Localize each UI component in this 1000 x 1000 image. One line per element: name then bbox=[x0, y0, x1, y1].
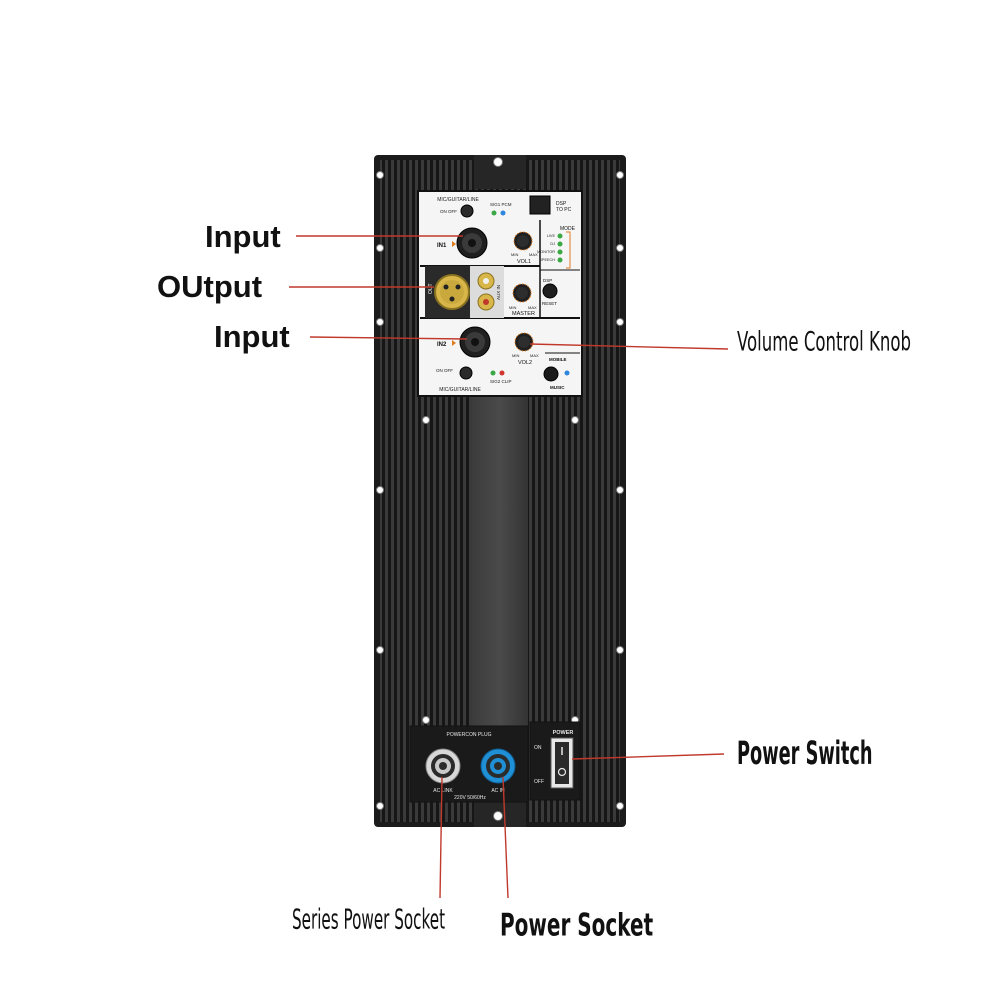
label-out: OUT bbox=[428, 283, 434, 294]
led-clip bbox=[499, 370, 505, 376]
callout-lines bbox=[289, 235, 729, 899]
callout-power-switch: Power Switch bbox=[737, 734, 873, 773]
label-music: MUSIC bbox=[550, 385, 565, 390]
label-power-off: OFF bbox=[534, 779, 544, 785]
callout-line-input2 bbox=[309, 336, 468, 340]
switch-in2-on-off[interactable] bbox=[459, 366, 473, 380]
label-mic-guitar-line-bottom: MIC/GUITAR/LINE bbox=[439, 387, 481, 393]
led-sig2 bbox=[490, 370, 496, 376]
label-in1: IN1 bbox=[437, 243, 447, 249]
led-mobile bbox=[564, 370, 570, 376]
callout-line-power-socket bbox=[502, 776, 509, 899]
label-mode-speech: SPEECH bbox=[539, 258, 555, 262]
dsp-to-pc-port[interactable] bbox=[529, 195, 551, 215]
label-mode-monitor: MONITOR bbox=[537, 250, 555, 254]
label-sig-clip: SIG2 CLIP bbox=[490, 379, 512, 384]
label-mode: MODE bbox=[560, 226, 576, 232]
label-to-pc: TO PC bbox=[556, 207, 572, 213]
callout-series-power-socket: Series Power Socket bbox=[292, 904, 446, 936]
led-mode-speech bbox=[557, 257, 563, 263]
label-vol1-min: MIN bbox=[511, 252, 518, 257]
label-vol2-max: MAX bbox=[530, 353, 539, 358]
callout-input2: Input bbox=[214, 319, 290, 354]
label-reset: RESET bbox=[542, 301, 557, 306]
label-in2: IN2 bbox=[437, 342, 447, 348]
label-on-off-top: ON OFF bbox=[440, 209, 457, 214]
label-dsp: DSP bbox=[556, 201, 567, 207]
label-vol1: VOL1 bbox=[517, 259, 531, 265]
label-mobile: MOBILE bbox=[549, 357, 567, 362]
label-vol2: VOL2 bbox=[518, 360, 532, 366]
label-powercon-plug: POWERCON PLUG bbox=[446, 732, 491, 738]
label-vol1-max: MAX bbox=[529, 252, 538, 257]
label-aux-in: AUX IN bbox=[496, 285, 501, 300]
control-panel: MIC/GUITAR/LINE ON OFF SIG1 PCM DSP TO P… bbox=[417, 190, 583, 397]
callout-power-socket: Power Socket bbox=[500, 906, 654, 943]
label-mic-guitar-line-top: MIC/GUITAR/LINE bbox=[437, 197, 479, 203]
label-ac-link: AC LINK bbox=[433, 788, 453, 794]
mobile-music-button[interactable] bbox=[543, 366, 559, 382]
label-ac-in: AC IN bbox=[491, 788, 505, 794]
led-mode-live bbox=[557, 233, 563, 239]
led-sig1 bbox=[491, 210, 497, 216]
callout-line-power-switch bbox=[571, 753, 725, 760]
label-dsp-reset-top: DSP bbox=[543, 278, 552, 283]
label-master-min: MIN bbox=[509, 305, 516, 310]
callout-volume-control-knob: Volume Control Knob bbox=[737, 327, 911, 358]
power-panel: POWERCON PLUG AC LINK AC IN 220V 50/60Hz… bbox=[409, 721, 581, 803]
callout-input1: Input bbox=[205, 219, 281, 254]
led-mode-dj bbox=[557, 241, 563, 247]
heatsink-center-bar bbox=[472, 392, 528, 728]
led-pcm bbox=[500, 210, 506, 216]
label-mode-dj: DJ bbox=[550, 242, 555, 246]
label-power-on: ON bbox=[534, 745, 542, 751]
label-on-off-bottom: ON OFF bbox=[436, 368, 453, 373]
callout-line-volume-knob bbox=[529, 343, 729, 350]
led-mode-monitor bbox=[557, 249, 563, 255]
label-mode-live: LIVE bbox=[547, 234, 556, 238]
callout-output: OUtput bbox=[157, 269, 263, 304]
switch-in1-on-off[interactable] bbox=[460, 204, 474, 218]
callout-line-series-power-socket bbox=[439, 776, 443, 899]
label-master: MASTER bbox=[512, 311, 535, 317]
label-master-max: MAX bbox=[528, 305, 537, 310]
label-sig-pcm: SIG1 PCM bbox=[490, 202, 512, 207]
label-power: POWER bbox=[553, 730, 574, 736]
label-voltage: 220V 50/60Hz bbox=[454, 795, 486, 801]
dsp-reset-button[interactable] bbox=[542, 283, 558, 299]
mounting-holes bbox=[376, 157, 624, 821]
label-vol2-min: MIN bbox=[512, 353, 519, 358]
